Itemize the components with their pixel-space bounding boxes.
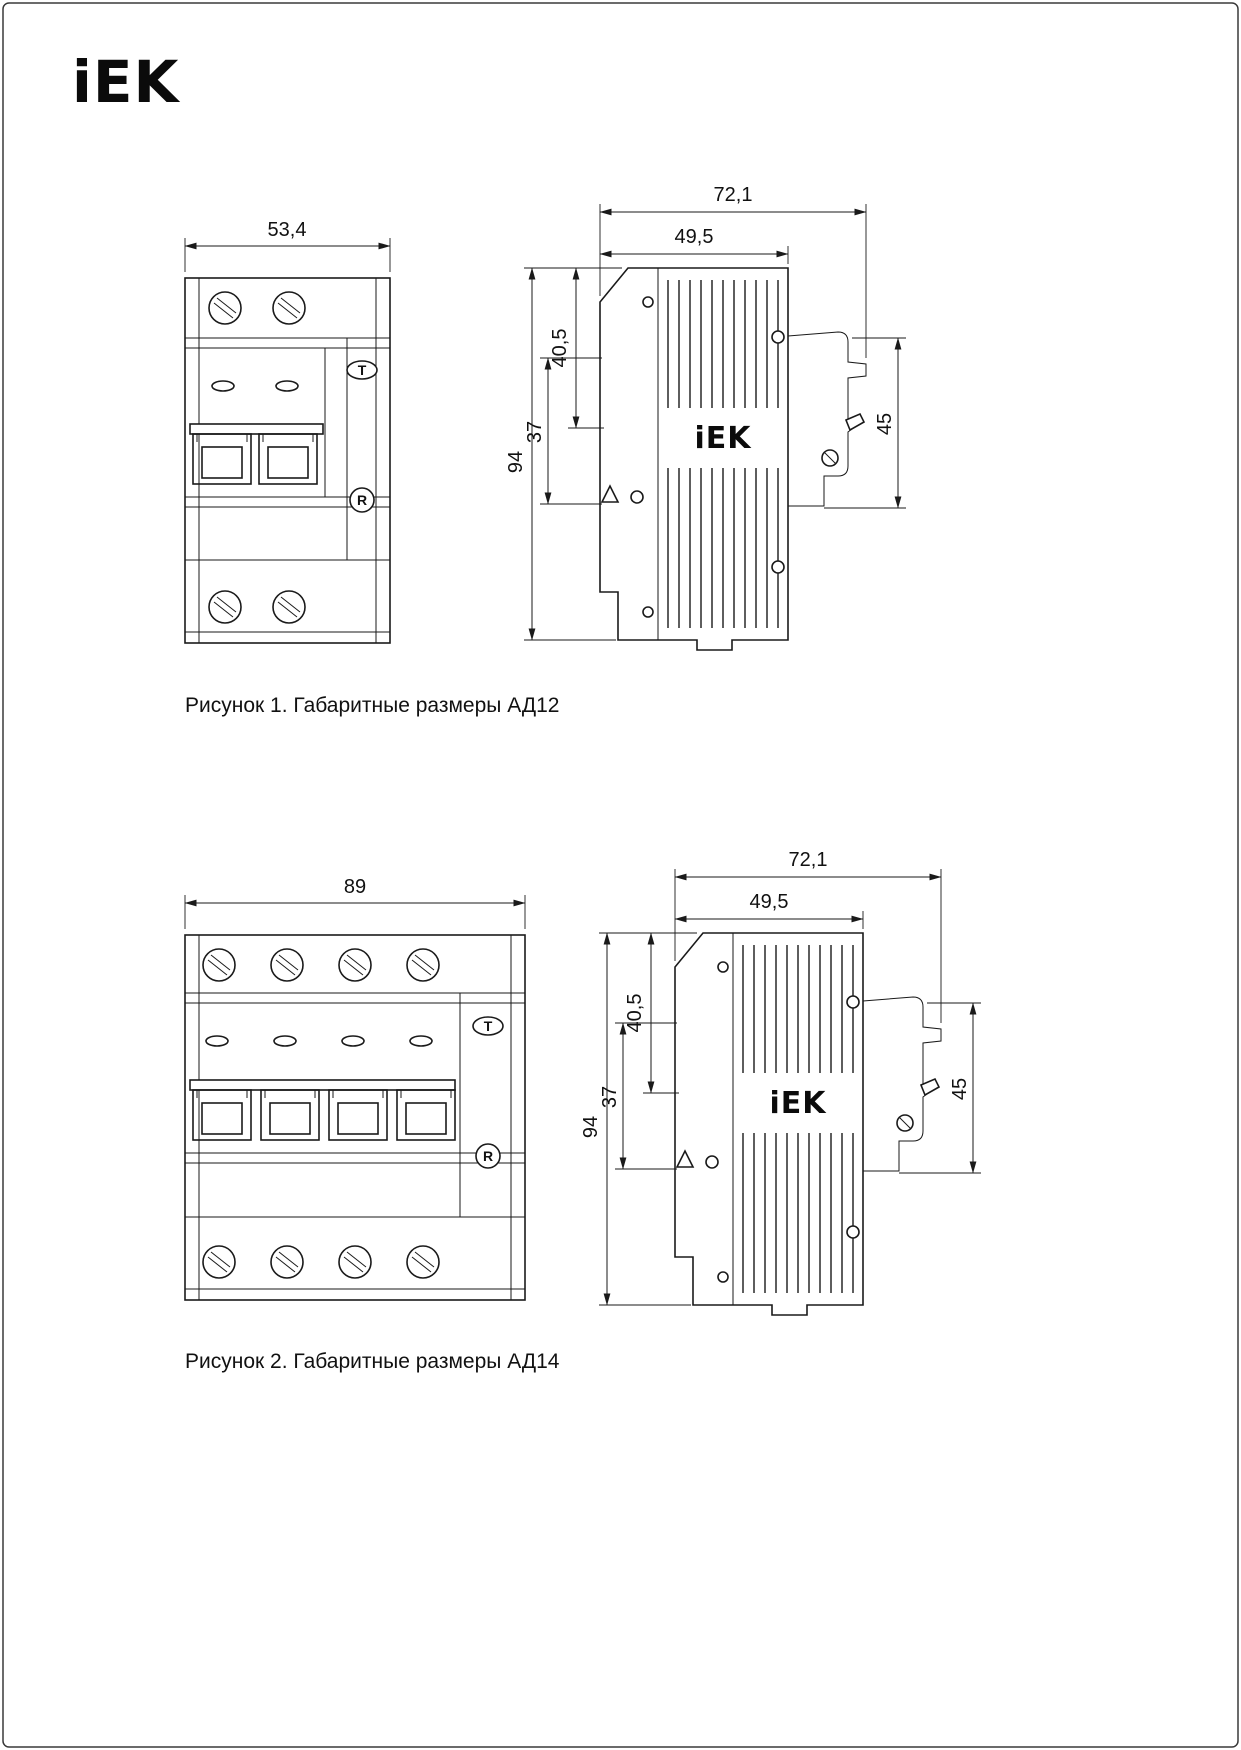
toggle-bar [189, 423, 324, 435]
dim-front-width-fig1-label: 53,4 [268, 219, 307, 241]
label-window-icon [409, 1035, 433, 1047]
test-button [346, 360, 378, 380]
reset-button [475, 1143, 501, 1169]
brand-logo: iEK [72, 48, 181, 116]
toggle-bar [189, 1079, 456, 1091]
figure1-side-view [505, 184, 906, 650]
label-window-icon [273, 1035, 297, 1047]
test-button [472, 1016, 504, 1036]
test-button-label: T [358, 362, 367, 378]
label-window-icon [205, 1035, 229, 1047]
test-button-label: T [484, 1018, 493, 1034]
label-window-icon [275, 380, 299, 392]
label-window-icon [341, 1035, 365, 1047]
figure2-caption: Рисунок 2. Габаритные размеры АД14 [185, 1350, 560, 1373]
figure1-caption: Рисунок 1. Габаритные размеры АД12 [185, 694, 559, 717]
dim-front-width-fig2-label: 89 [344, 876, 366, 898]
reset-button [349, 487, 375, 513]
reset-button-label: R [483, 1148, 493, 1164]
figure2-front-view: T R 89 [184, 876, 526, 1301]
label-window-icon [211, 380, 235, 392]
figure1-front-view: T R 53,4 [184, 219, 391, 644]
figure2-side-view [580, 849, 981, 1315]
reset-button-label: R [357, 492, 367, 508]
